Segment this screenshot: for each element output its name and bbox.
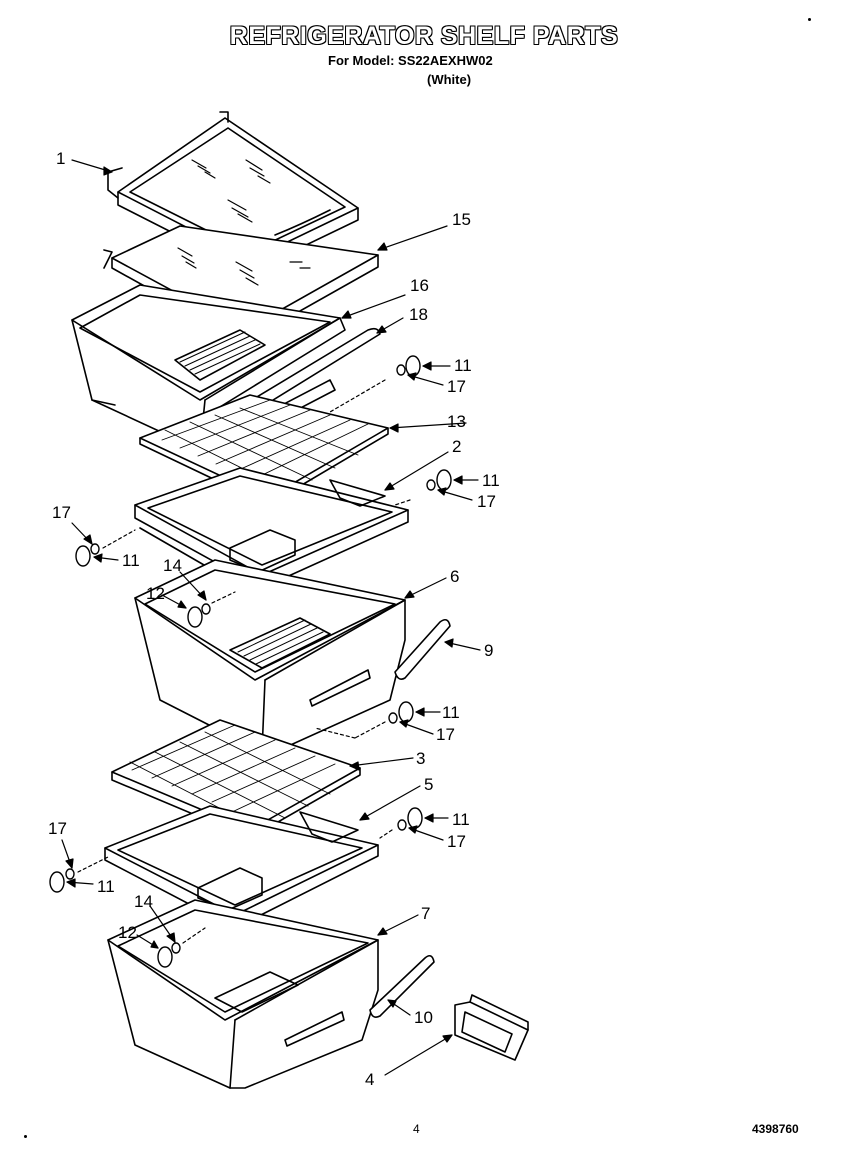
callout-12: 12	[118, 923, 137, 942]
callout-11: 11	[452, 810, 470, 829]
callout-17: 17	[447, 377, 466, 396]
callout-11: 11	[97, 877, 115, 896]
model-line: For Model: SS22AEXHW02	[328, 53, 493, 68]
callout-17: 17	[48, 819, 67, 838]
callout-11: 11	[482, 471, 500, 490]
callout-5: 5	[424, 775, 434, 794]
callout-9: 9	[484, 641, 494, 660]
callout-17: 17	[52, 503, 71, 522]
callout-17: 17	[477, 492, 496, 511]
callout-13: 13	[447, 412, 466, 431]
callout-6: 6	[450, 567, 460, 586]
callout-4: 4	[365, 1070, 375, 1089]
callout-3: 3	[416, 749, 426, 768]
callout-15: 15	[452, 210, 471, 229]
callout-17: 17	[436, 725, 455, 744]
part-9-handle	[394, 618, 451, 680]
callout-18: 18	[409, 305, 428, 324]
callout-10: 10	[414, 1008, 433, 1027]
callout-11: 11	[454, 356, 472, 375]
part-10-handle	[369, 954, 435, 1018]
part-4-label-holder	[454, 994, 529, 1061]
part-7-crisper-drawer	[107, 899, 379, 1089]
callout-12: 12	[146, 584, 165, 603]
color-line: (White)	[427, 72, 472, 87]
callout-14: 14	[134, 892, 153, 911]
document-number: 4398760	[752, 1122, 799, 1136]
corner-mark	[24, 1135, 27, 1138]
callout-14: 14	[163, 556, 182, 575]
callout-11: 11	[442, 703, 460, 722]
callout-16: 16	[410, 276, 429, 295]
callout-2: 2	[452, 437, 462, 456]
leader-lines	[61, 159, 481, 1076]
part-2-drawer-cover	[134, 467, 409, 596]
callout-7: 7	[421, 904, 431, 923]
page-title: REFRIGERATOR SHELF PARTS	[229, 22, 619, 50]
screws-and-bushings	[49, 355, 452, 968]
part-3-shelf	[111, 719, 361, 839]
page-number: 4	[413, 1122, 420, 1136]
part-6-crisper-drawer	[134, 559, 406, 753]
callout-17: 17	[447, 832, 466, 851]
callout-11: 11	[122, 551, 140, 570]
corner-mark	[808, 18, 811, 21]
callout-1: 1	[56, 149, 66, 168]
